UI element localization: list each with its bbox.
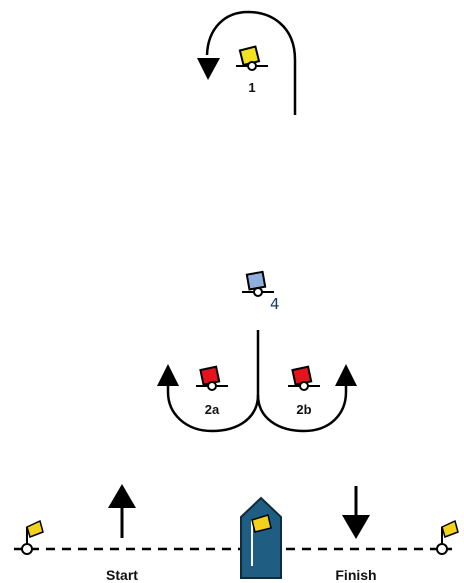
start-pin-left [21, 519, 44, 555]
finish-label: Finish [335, 567, 376, 583]
pin-flag-left [26, 519, 44, 538]
mark-1 [236, 45, 268, 71]
mark-4 [242, 270, 274, 297]
start-direction-arrow [108, 484, 136, 538]
mark-4-buoy [245, 270, 267, 291]
mark-1-label: 1 [248, 80, 255, 95]
pin-flag-right [441, 519, 459, 538]
mark-2a-label: 2a [205, 402, 220, 417]
finish-direction-arrow [342, 486, 370, 539]
start-label: Start [106, 567, 138, 583]
mark-2b [288, 365, 320, 391]
committee-boat-hull [240, 496, 282, 579]
finish-pin-right [436, 519, 459, 555]
gate-rounding-paths [157, 330, 357, 433]
committee-boat [240, 496, 282, 579]
mark-2a [196, 365, 228, 391]
mark-2b-label: 2b [296, 402, 311, 417]
mark-4-label: 4 [270, 295, 280, 313]
committee-boat-flag [251, 514, 272, 533]
mark-1-rounding-path [197, 10, 297, 115]
